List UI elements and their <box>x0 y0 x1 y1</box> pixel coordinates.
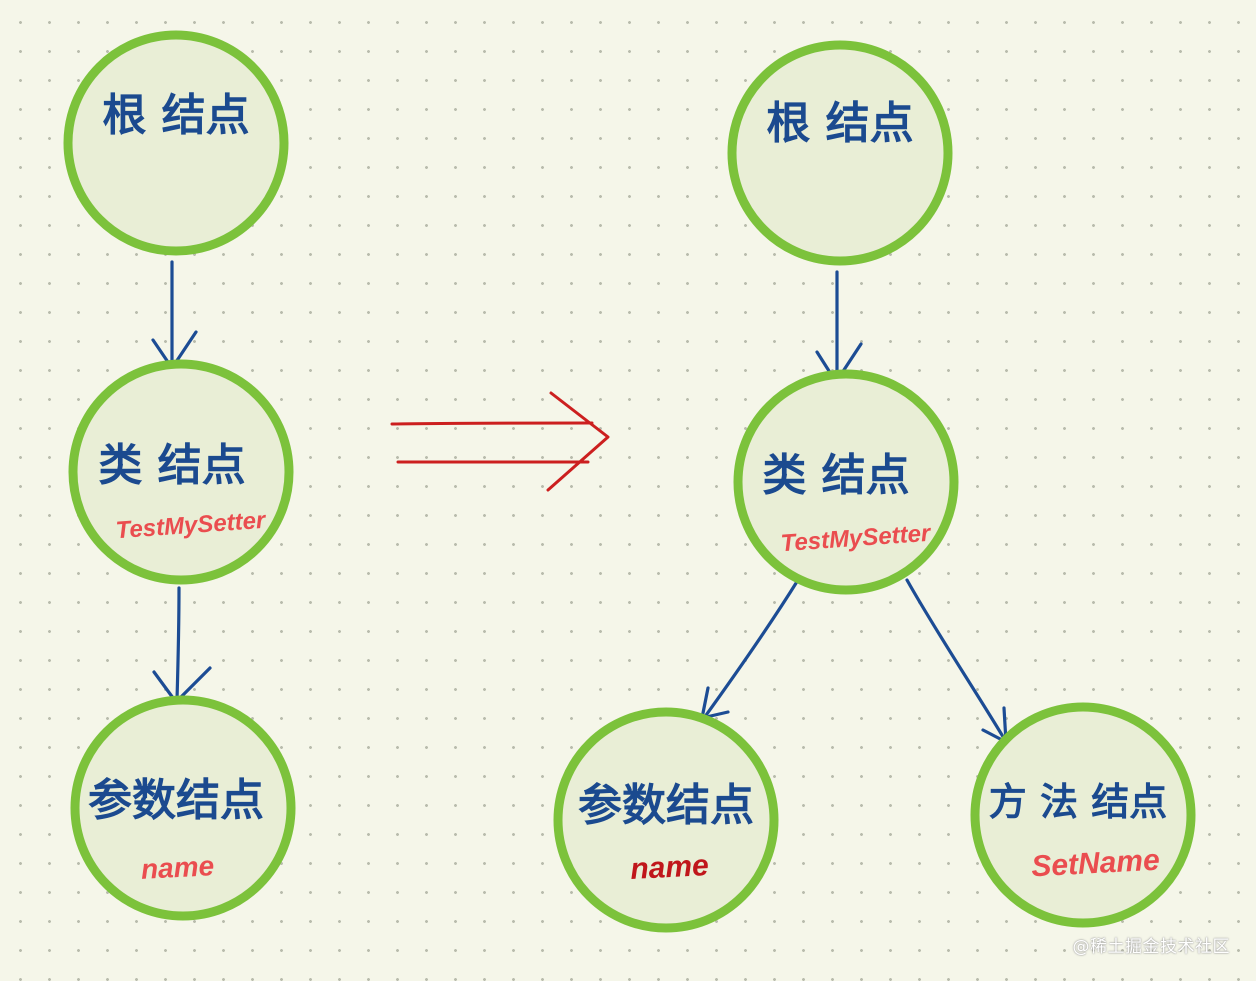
right-class-node: 类 结点 TestMySetter <box>733 369 959 595</box>
right-root-node: 根 结点 <box>727 40 953 266</box>
right-method-node-title: 方 法 结点 <box>989 780 1167 824</box>
right-class-node-title: 类 结点 <box>762 450 909 501</box>
right-class-node-circle <box>733 369 959 595</box>
transform-arrow-top-line <box>390 421 594 426</box>
left-param-node: 参数结点 name <box>70 695 296 921</box>
left-edge-class-to-param <box>175 586 181 702</box>
right-method-node-circle <box>970 702 1196 928</box>
right-param-node: 参数结点 name <box>553 707 779 933</box>
right-param-node-subtitle: name <box>630 849 710 886</box>
left-class-node: 类 结点 TestMySetter <box>68 359 294 585</box>
right-root-node-title: 根 结点 <box>766 98 913 149</box>
left-param-node-circle <box>70 695 296 921</box>
right-root-node-circle <box>727 40 953 266</box>
left-class-node-title: 类 结点 <box>98 440 245 491</box>
watermark: @稀土掘金技术社区 <box>1072 937 1230 957</box>
right-param-node-circle <box>553 707 779 933</box>
right-edge-class-to-param <box>702 578 800 720</box>
transform-arrow-head <box>546 391 610 492</box>
right-method-node: 方 法 结点 SetName <box>970 702 1196 928</box>
left-root-node: 根 结点 <box>63 30 289 256</box>
left-class-node-circle <box>68 359 294 585</box>
left-param-node-subtitle: name <box>140 850 215 885</box>
right-param-node-title: 参数结点 <box>578 780 754 831</box>
transform-arrow <box>390 391 610 492</box>
left-tree: 根 结点 类 结点 TestMySetter 参数结点 name <box>63 30 296 921</box>
right-edge-class-to-method <box>905 578 1007 742</box>
left-param-node-title: 参数结点 <box>88 775 264 826</box>
left-root-node-title: 根 结点 <box>102 90 249 141</box>
left-root-node-circle <box>63 30 289 256</box>
right-method-node-subtitle: SetName <box>1031 844 1161 884</box>
right-tree: 根 结点 类 结点 TestMySetter 参数结点 name 方 法 结点 … <box>553 40 1196 933</box>
